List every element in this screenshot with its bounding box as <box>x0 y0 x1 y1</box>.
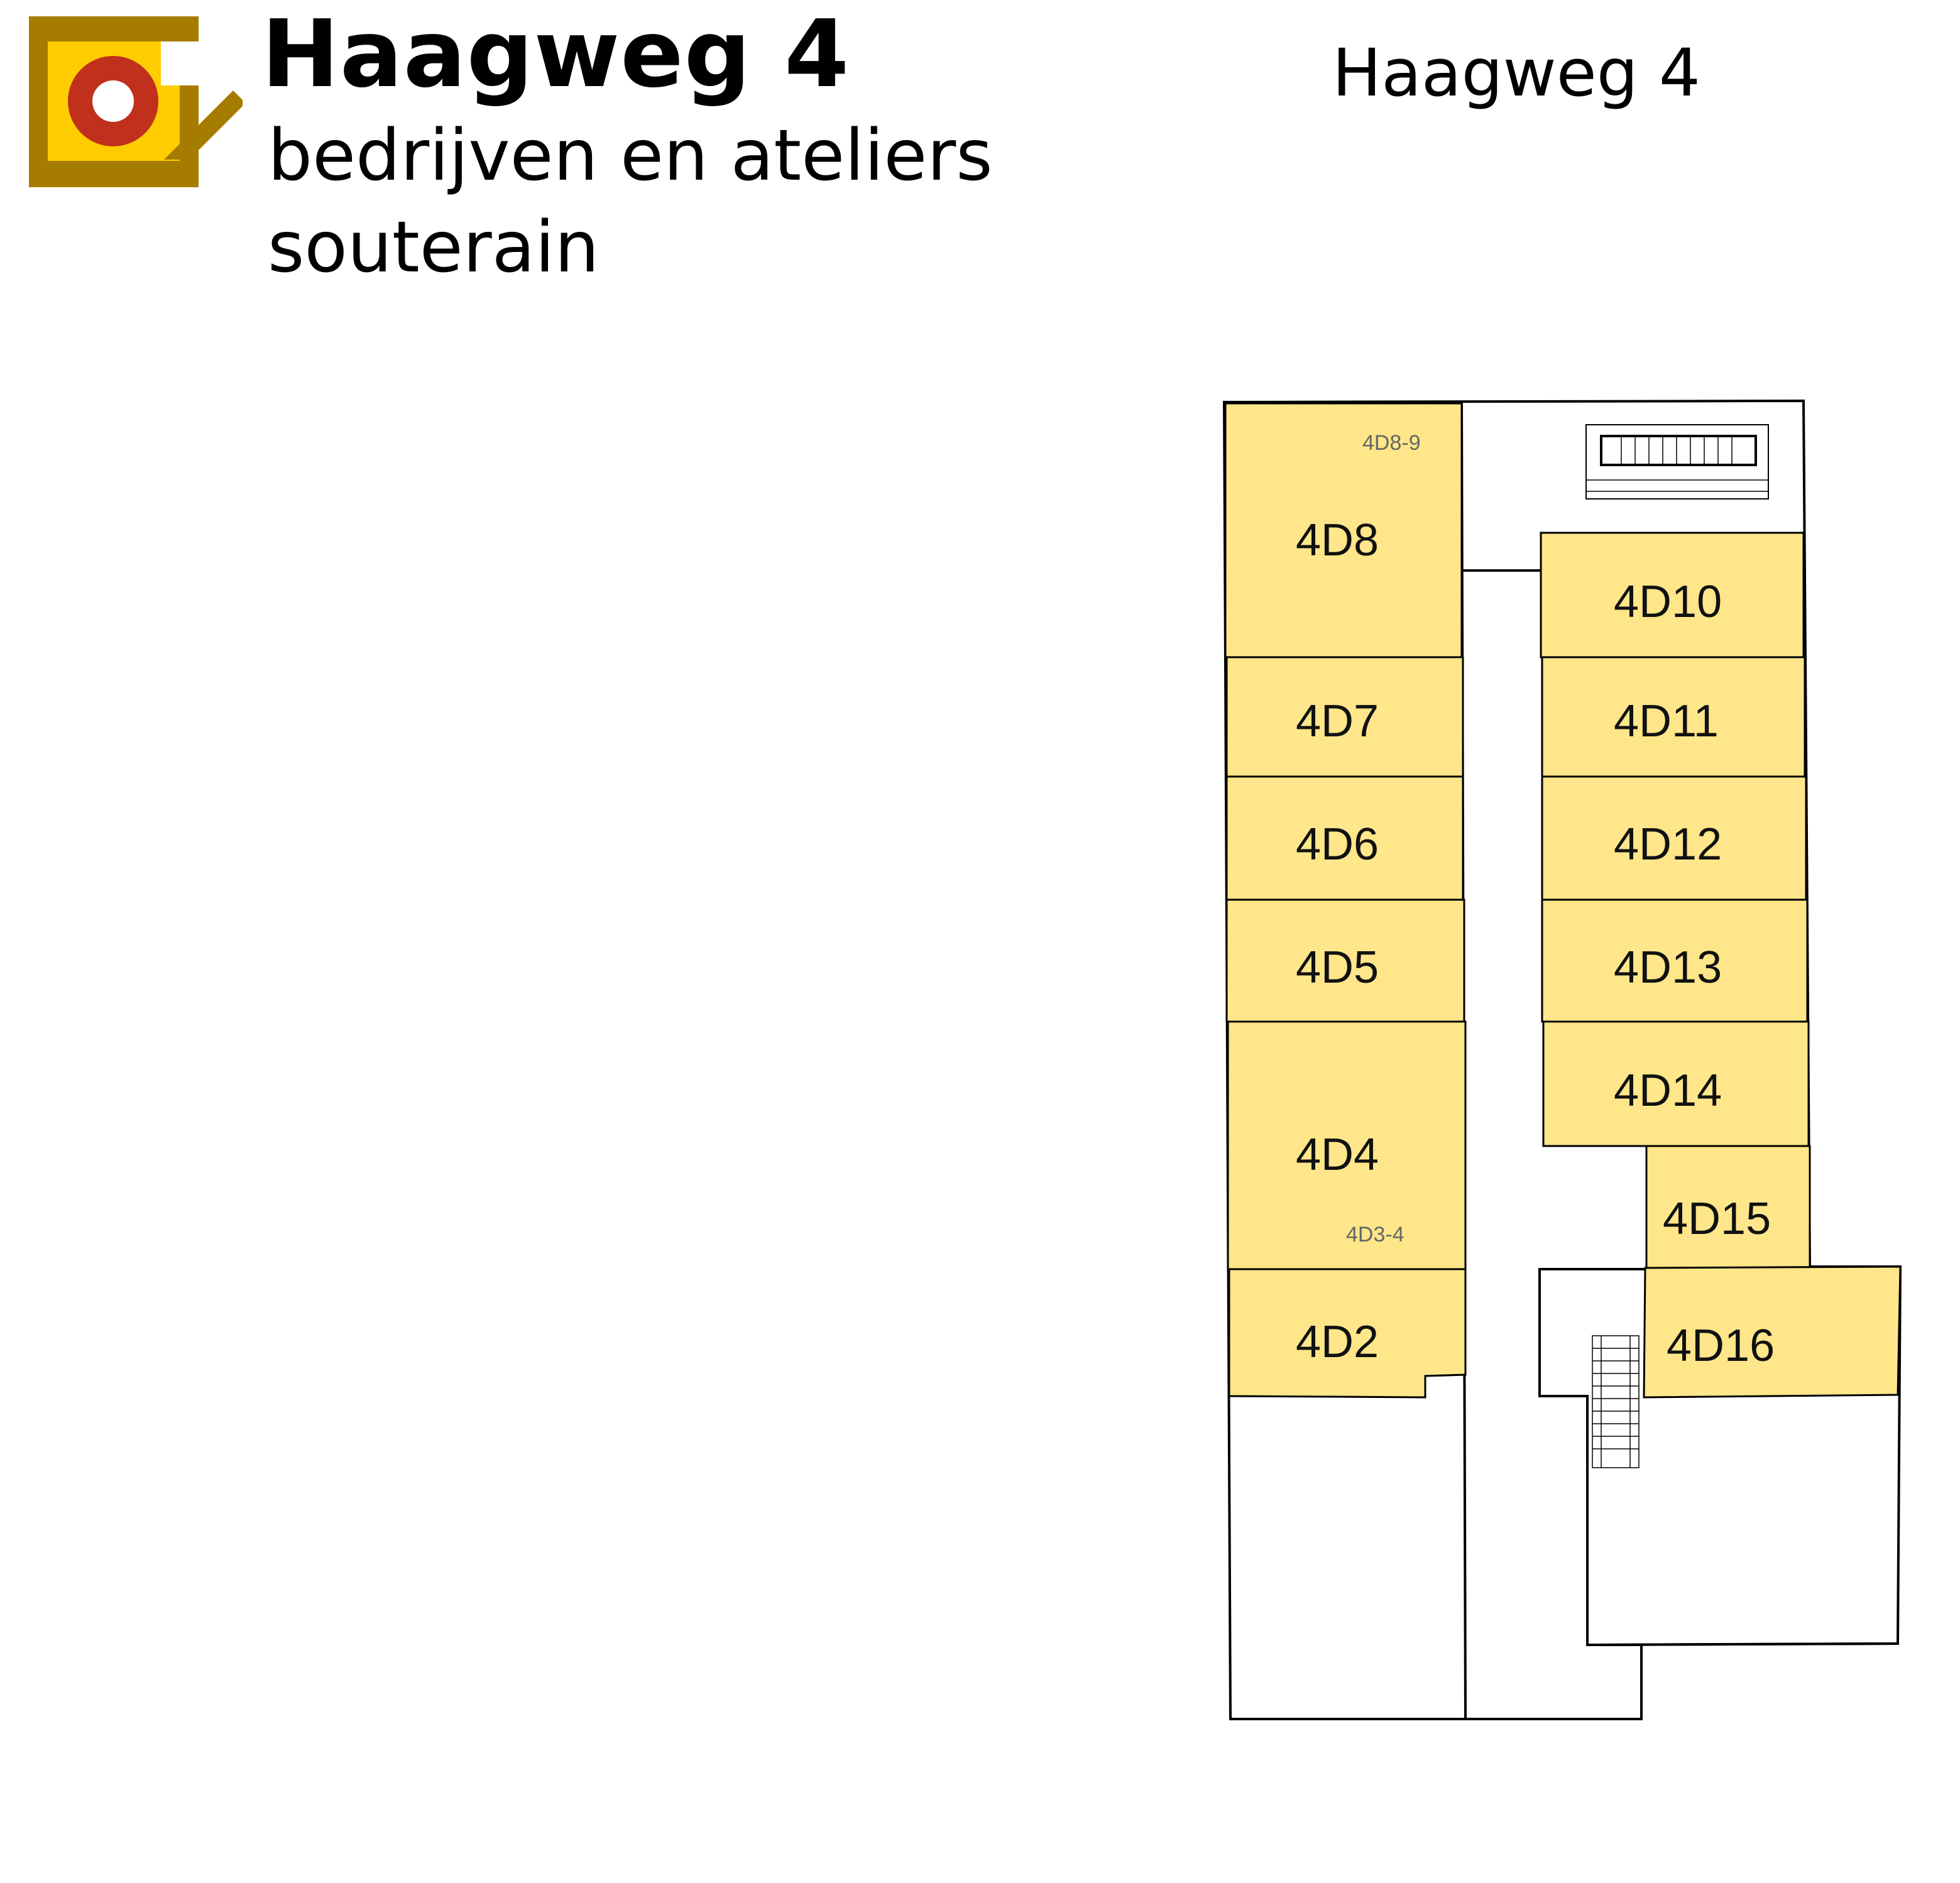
unit-4d2-label: 4D2 <box>1296 1317 1379 1367</box>
unit-4d7-label: 4D7 <box>1296 696 1379 746</box>
unit-4d10-area[interactable] <box>1540 532 1805 658</box>
unit-4d4-label: 4D4 <box>1296 1130 1379 1180</box>
plan-title: Haagweg 4 <box>1332 35 1700 111</box>
unit-4d5-label: 4D5 <box>1296 942 1379 993</box>
unit-4d10-label: 4D10 <box>1614 577 1722 627</box>
unit-4d13-label: 4D13 <box>1614 942 1722 993</box>
unit-4d6-label: 4D6 <box>1296 819 1379 870</box>
unit-4d8-area[interactable] <box>1224 402 1463 658</box>
stair-top-icon <box>1585 424 1769 499</box>
unit-4d6-area[interactable] <box>1225 775 1464 901</box>
unit-4d15-label: 4D15 <box>1663 1194 1771 1244</box>
logo-notch <box>161 41 205 85</box>
stair-bottom-icon <box>1592 1335 1640 1468</box>
page-title: Haagweg 4 <box>261 0 850 108</box>
unit-4d15-area[interactable] <box>1645 1145 1811 1270</box>
page-subtitle: bedrijven en ateliers <box>268 115 993 197</box>
logo-ring-center <box>92 80 134 122</box>
haagweg-logo <box>29 16 243 187</box>
logo-arm <box>164 90 243 160</box>
unit-4d14-area[interactable] <box>1542 1020 1810 1147</box>
unit-4d12-area[interactable] <box>1541 775 1807 901</box>
unit-4d12-label: 4D12 <box>1614 819 1722 870</box>
unit-4d5-area[interactable] <box>1225 898 1465 1023</box>
unit-4d13-area[interactable] <box>1541 898 1809 1023</box>
unit-4d2-area[interactable] <box>1228 1268 1467 1399</box>
unit-4d4-area[interactable] <box>1227 1020 1467 1270</box>
unit-4d14-label: 4D14 <box>1614 1066 1722 1116</box>
stair-room-outline <box>1538 1268 1898 1647</box>
unit-4d8-label: 4D8 <box>1296 515 1379 565</box>
unit-4d16-label: 4D16 <box>1667 1321 1775 1371</box>
floor-label: souterain <box>268 207 599 288</box>
unit-4d16-area[interactable] <box>1643 1265 1902 1399</box>
unit-4d11-area[interactable] <box>1541 656 1806 778</box>
unit-4d11-label: 4D11 <box>1614 696 1719 746</box>
unit-4d3-4-label: 4D3-4 <box>1346 1223 1404 1247</box>
unit-4d8-9-label: 4D8-9 <box>1362 431 1421 455</box>
